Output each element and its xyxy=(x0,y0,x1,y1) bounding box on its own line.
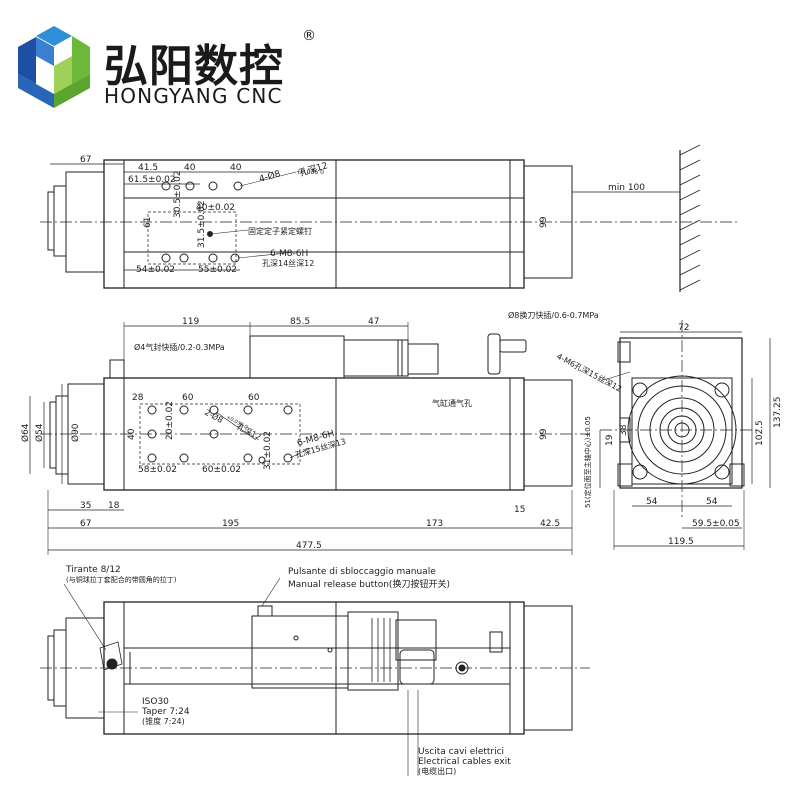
dim-end-19: 19 xyxy=(605,434,615,446)
label-end-thread: 4-M6孔深15丝深12 xyxy=(555,351,624,394)
dim-top-30-5: 30.5±0.02 xyxy=(173,170,183,218)
label-release-english: Manual release button(换刀按钮开关) xyxy=(288,578,450,590)
dim-mid-31: 31±0.02 xyxy=(263,431,273,470)
dim-mid-119: 119 xyxy=(182,317,199,327)
dim-top-67: 67 xyxy=(80,155,91,165)
dim-mid-28: 28 xyxy=(132,393,144,403)
label-top-thread-depth: 孔深14丝深12 xyxy=(262,258,314,268)
side-view xyxy=(29,322,590,555)
dim-mid-47: 47 xyxy=(368,317,379,327)
hongyang-logo-icon xyxy=(16,24,92,108)
dim-mid-42-5: 42.5 xyxy=(540,519,560,529)
label-taper: Taper 7:24 xyxy=(141,707,190,717)
label-top-thread: 6-M8-6H xyxy=(270,249,308,259)
brand-header: 弘阳数控 ® HONGYANG CNC xyxy=(0,0,800,120)
dim-mid-58: 58±0.02 xyxy=(138,465,177,475)
dim-mid-60-02: 60±0.02 xyxy=(202,465,241,475)
dim-mid-60a: 60 xyxy=(182,393,194,403)
dim-end-137-25: 137.25 xyxy=(773,397,783,429)
end-view xyxy=(599,320,771,550)
label-tool-change: Ø8换刀快插/0.6-0.7MPa xyxy=(508,310,599,320)
label-drawbar-italian: Tirante 8/12 xyxy=(65,565,121,575)
label-release-italian: Pulsante di sbloccaggio manuale xyxy=(288,567,436,577)
dim-end-119-5: 119.5 xyxy=(668,537,694,547)
dim-end-59-5: 59.5±0.05 xyxy=(692,519,740,529)
dim-mid-40: 40 xyxy=(127,428,137,440)
dim-end-54b: 54 xyxy=(706,497,718,507)
label-air-seal: Ø4气封快插/0.2-0.3MPa xyxy=(134,342,225,352)
label-drawbar-chinese: (与铜球拉丁套配合的带圆角的拉丁) xyxy=(66,575,177,584)
dim-mid-60b: 60 xyxy=(248,393,260,403)
label-mid-hole-depth: 孔深12 xyxy=(235,422,262,442)
dim-mid-477-5: 477.5 xyxy=(296,541,322,551)
label-top-hole-depth: 孔深12 xyxy=(298,160,329,179)
top-view xyxy=(40,144,740,292)
dim-top-55: 55±0.02 xyxy=(198,265,237,275)
dim-mid-18: 18 xyxy=(108,501,120,511)
label-cable-english: Electrical cables exit xyxy=(418,757,511,767)
brand-name-chinese: 弘阳数控 xyxy=(104,41,284,92)
brand-name-english: HONGYANG CNC xyxy=(104,84,283,108)
label-top-holes-tol: +0.036 0 xyxy=(296,169,324,176)
label-cable-italian: Uscita cavi elettrici xyxy=(418,747,504,757)
dim-top-41-5: 41.5 xyxy=(138,163,158,173)
dim-top-min100: min 100 xyxy=(608,183,645,193)
dim-mid-d54: Ø54 xyxy=(34,423,45,442)
dim-mid-d90: Ø90 xyxy=(70,423,81,442)
dim-mid-85-5: 85.5 xyxy=(290,317,310,327)
dim-top-99: 99 xyxy=(539,216,549,228)
bottom-view xyxy=(40,577,590,776)
dim-end-54a: 54 xyxy=(646,497,658,507)
dim-end-38: 38 xyxy=(619,424,629,436)
label-cable-chinese: (电缆出口) xyxy=(418,766,456,776)
dim-top-61: 61 xyxy=(143,217,153,228)
dim-top-54: 54±0.02 xyxy=(136,265,175,275)
dim-top-61-5: 61.5±0.02 xyxy=(128,175,176,185)
dim-top-31-5: 31.5±0.02 xyxy=(197,200,207,248)
dim-mid-99: 99 xyxy=(539,428,549,440)
dim-top-40-02: 40±0.02 xyxy=(196,203,235,213)
label-mid-holes: 2-Ø8 xyxy=(203,407,225,425)
registered-mark: ® xyxy=(302,28,316,44)
dim-end-102-5: 102.5 xyxy=(755,420,765,446)
dim-mid-15: 15 xyxy=(514,505,525,515)
label-end-center: 51(定位面至主轴中心)±0.05 xyxy=(583,416,592,508)
dim-top-40b: 40 xyxy=(230,163,242,173)
label-taper-iso: ISO30 xyxy=(142,697,169,707)
dim-top-40a: 40 xyxy=(184,163,196,173)
dim-mid-20: 20±0.02 xyxy=(165,401,175,440)
label-taper-chinese: (锥度 7:24) xyxy=(142,716,185,726)
label-cylinder: 气缸通气孔 xyxy=(432,398,472,408)
dim-mid-35: 35 xyxy=(80,501,91,511)
dim-mid-173: 173 xyxy=(426,519,443,529)
dim-mid-67: 67 xyxy=(80,519,91,529)
label-top-screw: 固定定子紧定螺钉 xyxy=(248,226,312,236)
dim-mid-195: 195 xyxy=(222,519,239,529)
dim-end-72: 72 xyxy=(678,323,689,333)
dim-mid-d64: Ø64 xyxy=(20,423,31,442)
label-top-holes: 4-Ø8 xyxy=(258,168,282,185)
